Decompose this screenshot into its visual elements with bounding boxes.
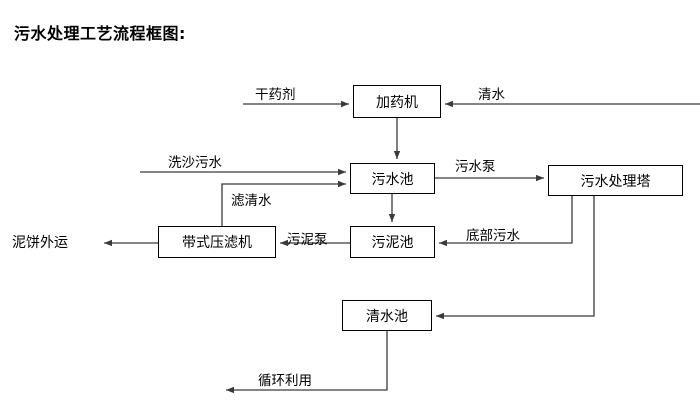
edge-clean-water-pool-recycle [226,331,388,394]
node-label: 污泥池 [371,235,414,251]
edge-label-dry-chemical: 干药剂 [255,87,296,103]
node-label: 污水池 [371,171,414,188]
page-title: 污水处理工艺流程框图: [14,24,186,43]
edge-label-bottom-sewage: 底部污水 [466,228,520,244]
edge-label-clean-water-in: 清水 [478,87,505,103]
node-label: 污水处理塔 [580,173,651,190]
node-sewage-treatment-tower[interactable]: 污水处理塔 [548,165,683,196]
terminal-label-mud-cake-out: 泥饼外运 [12,235,68,251]
node-sludge-pool[interactable]: 污泥池 [350,226,435,258]
edge-label-sludge-pump: 污泥泵 [287,232,328,248]
edge-label-sand-wash-wastewater: 洗沙污水 [168,155,222,171]
node-sewage-pool[interactable]: 污水池 [350,163,435,194]
node-dosing-machine[interactable]: 加药机 [353,85,441,118]
edge-label-filtered-clear-water: 滤清水 [231,193,272,209]
edge-label-recycle-reuse: 循环利用 [258,373,312,389]
edge-label-sewage-pump: 污水泵 [455,159,496,175]
node-label: 加药机 [376,94,418,111]
node-label: 清水池 [366,308,408,325]
node-label: 带式压滤机 [182,235,252,251]
edge-filtered-water-to-sewage-pool [221,180,346,226]
node-belt-filter-press[interactable]: 带式压滤机 [158,226,276,258]
edge-bottom-sewage-to-sludge-pool [439,196,573,247]
node-clean-water-pool[interactable]: 清水池 [342,300,432,331]
edge-tower-to-clean-water-pool [436,196,595,320]
